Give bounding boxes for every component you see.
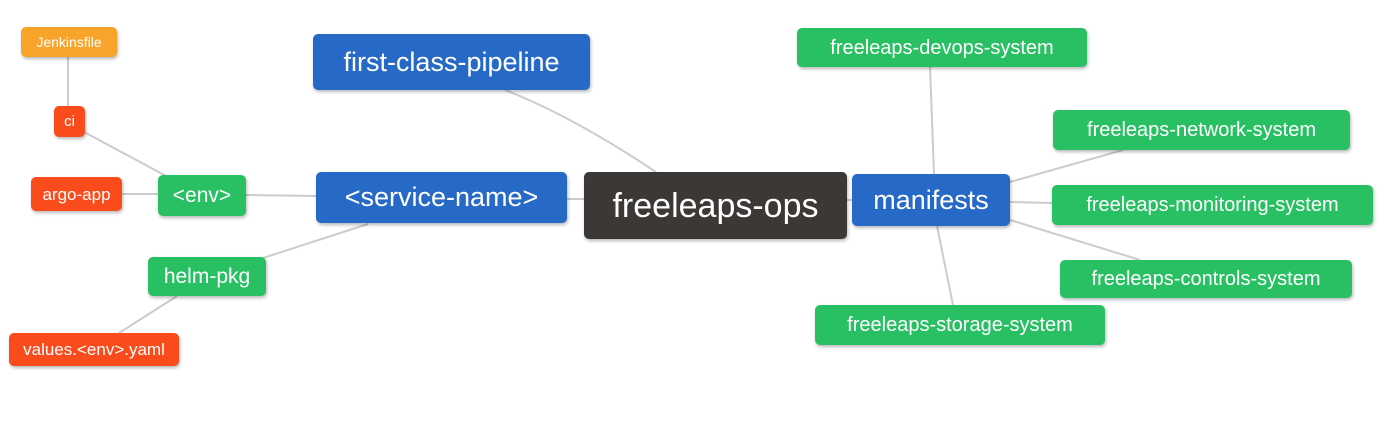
node-first-class-pipeline[interactable]: first-class-pipeline bbox=[313, 34, 590, 90]
node-jenkinsfile[interactable]: Jenkinsfile bbox=[21, 27, 117, 57]
edge-manifests-freeleaps-network-system bbox=[1009, 149, 1124, 183]
node-manifests[interactable]: manifests bbox=[852, 174, 1010, 226]
node-argo-app[interactable]: argo-app bbox=[31, 177, 122, 211]
edge-manifests-freeleaps-monitoring-system bbox=[1009, 201, 1053, 204]
edge-manifests-freeleaps-controls-system bbox=[1009, 219, 1141, 261]
node-freeleaps-controls-system[interactable]: freeleaps-controls-system bbox=[1060, 260, 1352, 298]
node-freeleaps-storage-system[interactable]: freeleaps-storage-system bbox=[815, 305, 1105, 345]
edge-manifests-freeleaps-devops-system bbox=[929, 66, 935, 175]
edge-manifests-freeleaps-storage-system bbox=[936, 225, 954, 306]
node-service-name[interactable]: <service-name> bbox=[316, 172, 567, 223]
node-env[interactable]: <env> bbox=[158, 175, 246, 216]
node-freeleaps-ops[interactable]: freeleaps-ops bbox=[584, 172, 847, 239]
node-freeleaps-devops-system[interactable]: freeleaps-devops-system bbox=[797, 28, 1087, 67]
edge-first-class-pipeline-freeleaps-ops bbox=[504, 89, 657, 173]
edge-values-env-yaml-helm-pkg bbox=[118, 295, 178, 334]
edge-helm-pkg-service-name bbox=[262, 223, 369, 259]
node-helm-pkg[interactable]: helm-pkg bbox=[148, 257, 266, 296]
node-ci[interactable]: ci bbox=[54, 106, 85, 137]
node-freeleaps-monitoring-system[interactable]: freeleaps-monitoring-system bbox=[1052, 185, 1373, 225]
edge-ci-env bbox=[83, 131, 169, 178]
node-freeleaps-network-system[interactable]: freeleaps-network-system bbox=[1053, 110, 1350, 150]
edge-env-service-name bbox=[245, 194, 317, 197]
node-values-env-yaml[interactable]: values.<env>.yaml bbox=[9, 333, 179, 366]
